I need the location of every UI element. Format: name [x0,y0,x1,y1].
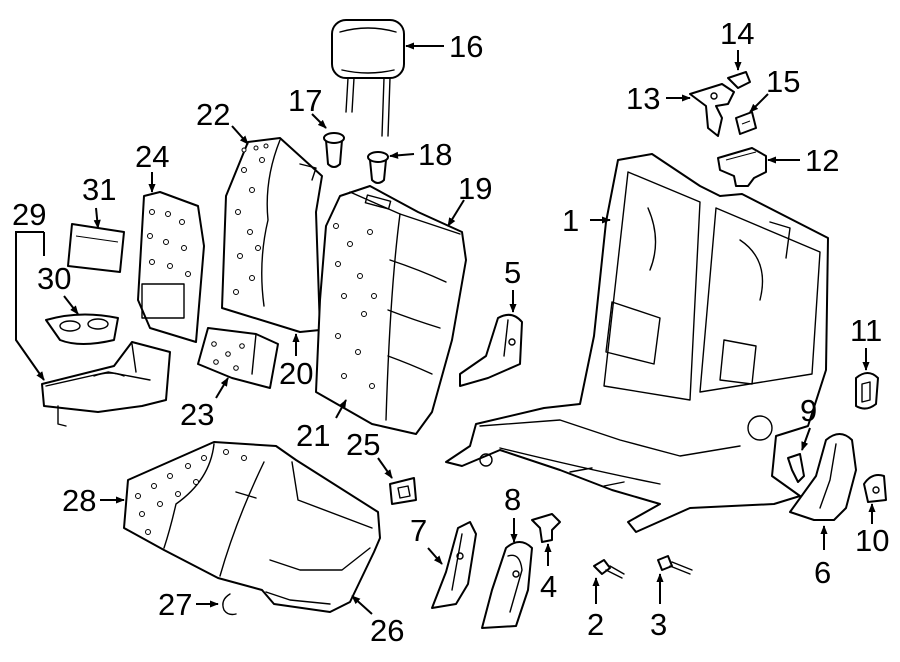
side-shield [789,433,857,521]
leader-9 [801,427,811,451]
callout-29: 29 [12,197,46,232]
bolt-short [593,559,625,579]
callout-21: 21 [296,418,330,453]
callout-14: 14 [720,16,754,51]
callout-12: 12 [805,143,839,178]
leader-18 [389,151,415,159]
grommet [531,513,561,543]
leader-7 [427,547,443,565]
mounting-bracket [689,83,735,137]
callout-25: 25 [346,427,380,462]
callout-9: 9 [800,393,817,428]
callout-28: 28 [62,483,96,518]
callout-10: 10 [855,523,889,558]
leg-trim-left [431,521,477,609]
callout-4: 4 [540,569,557,604]
headrest-guide-right [367,151,389,184]
callout-18: 18 [418,137,452,172]
cushion-clip [222,593,237,616]
seat-back-pad [221,137,323,333]
leg-trim-right [481,541,533,629]
callout-26: 26 [370,613,404,648]
callout-31: 31 [82,172,116,207]
callout-19: 19 [458,171,492,206]
callout-labels: 1 2 3 4 5 6 7 8 9 10 11 12 13 14 15 16 1… [12,16,889,648]
release-bezel [389,477,417,505]
callout-27: 27 [158,587,192,622]
callout-1: 1 [562,203,579,238]
callout-24: 24 [135,139,169,174]
callout-17: 17 [288,83,322,118]
armrest-cover-patch [67,223,125,273]
release-knob [863,474,887,503]
armrest-assembly [41,341,171,427]
callout-5: 5 [504,255,521,290]
leader-26 [351,595,373,615]
seat-back-frame-panel [137,191,205,343]
latch-cap [727,71,751,89]
callout-22: 22 [196,97,230,132]
callout-20: 20 [279,356,313,391]
callout-3: 3 [650,607,667,642]
leader-22 [231,125,249,145]
callout-6: 6 [814,555,831,590]
leader-15 [749,93,769,113]
leader-21 [335,399,347,419]
seat-back-cushion [315,185,467,435]
callout-13: 13 [626,81,660,116]
hinge-cover [855,372,879,410]
headrest [331,19,405,137]
leader-29 [15,231,45,381]
callout-11: 11 [850,313,882,348]
latch-bracket [717,147,767,187]
leader-19 [447,199,465,227]
leader-30 [63,295,79,315]
callout-7: 7 [410,513,427,548]
callout-2: 2 [587,607,604,642]
seat-frame [445,153,829,533]
leader-23 [215,377,229,399]
callout-23: 23 [180,397,214,432]
retaining-clip [735,111,757,135]
leader-25 [377,457,393,479]
seat-cushion [123,441,381,613]
callout-30: 30 [37,261,71,296]
callout-15: 15 [766,64,800,99]
pivot-bolt [787,453,805,483]
headrest-guide-left [323,132,345,168]
callout-8: 8 [504,482,521,517]
leader-31 [93,207,101,229]
leader-17 [311,113,327,129]
leader-lines [15,42,876,615]
cup-holder [45,313,119,345]
bolt-long [657,555,693,575]
side-trim-upper [459,313,523,387]
callout-16: 16 [449,29,483,64]
back-lower-bolster [197,327,279,389]
